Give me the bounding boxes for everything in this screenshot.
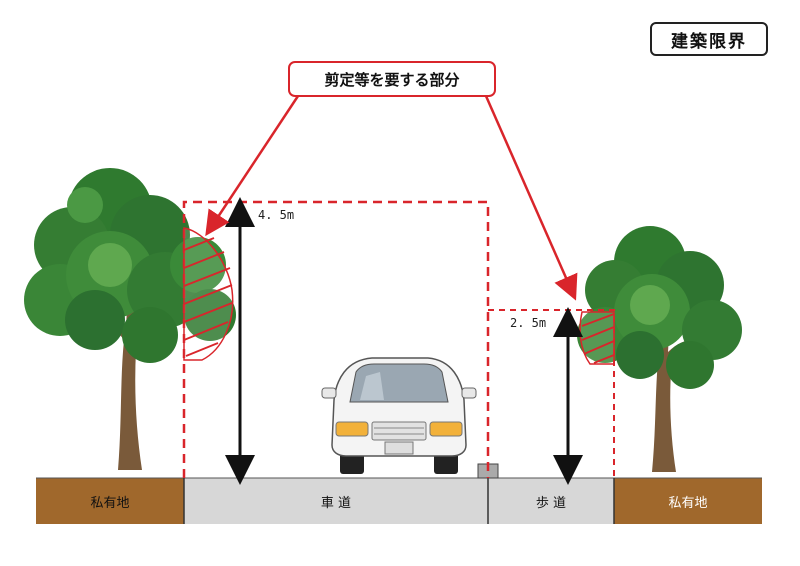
sidewalk-clearance-boundary bbox=[488, 309, 615, 478]
callout-arrow-left bbox=[205, 95, 300, 237]
private-land-right bbox=[614, 478, 762, 524]
private-land-left-label: 私有地 bbox=[90, 495, 130, 511]
car bbox=[321, 357, 477, 474]
sidewalk-label: 歩 道 bbox=[535, 495, 567, 511]
roadway-label: 車 道 bbox=[320, 495, 352, 511]
callout-arrow-right bbox=[484, 95, 578, 301]
sidewalk-height-label: 2. 5m bbox=[510, 316, 547, 330]
private-land-right-label: 私有地 bbox=[668, 495, 708, 511]
pruning-zone-left bbox=[183, 227, 234, 361]
roadway-surface bbox=[184, 478, 488, 524]
sidewalk-surface bbox=[488, 478, 614, 524]
private-land-left bbox=[36, 478, 184, 524]
pruning-zone-right bbox=[579, 311, 615, 365]
roadway-height-label: 4. 5m bbox=[258, 208, 295, 222]
pruning-callout: 剪定等を要する部分 bbox=[288, 61, 496, 97]
diagram-title: 建築限界 bbox=[650, 22, 768, 56]
right-tree bbox=[577, 226, 742, 472]
